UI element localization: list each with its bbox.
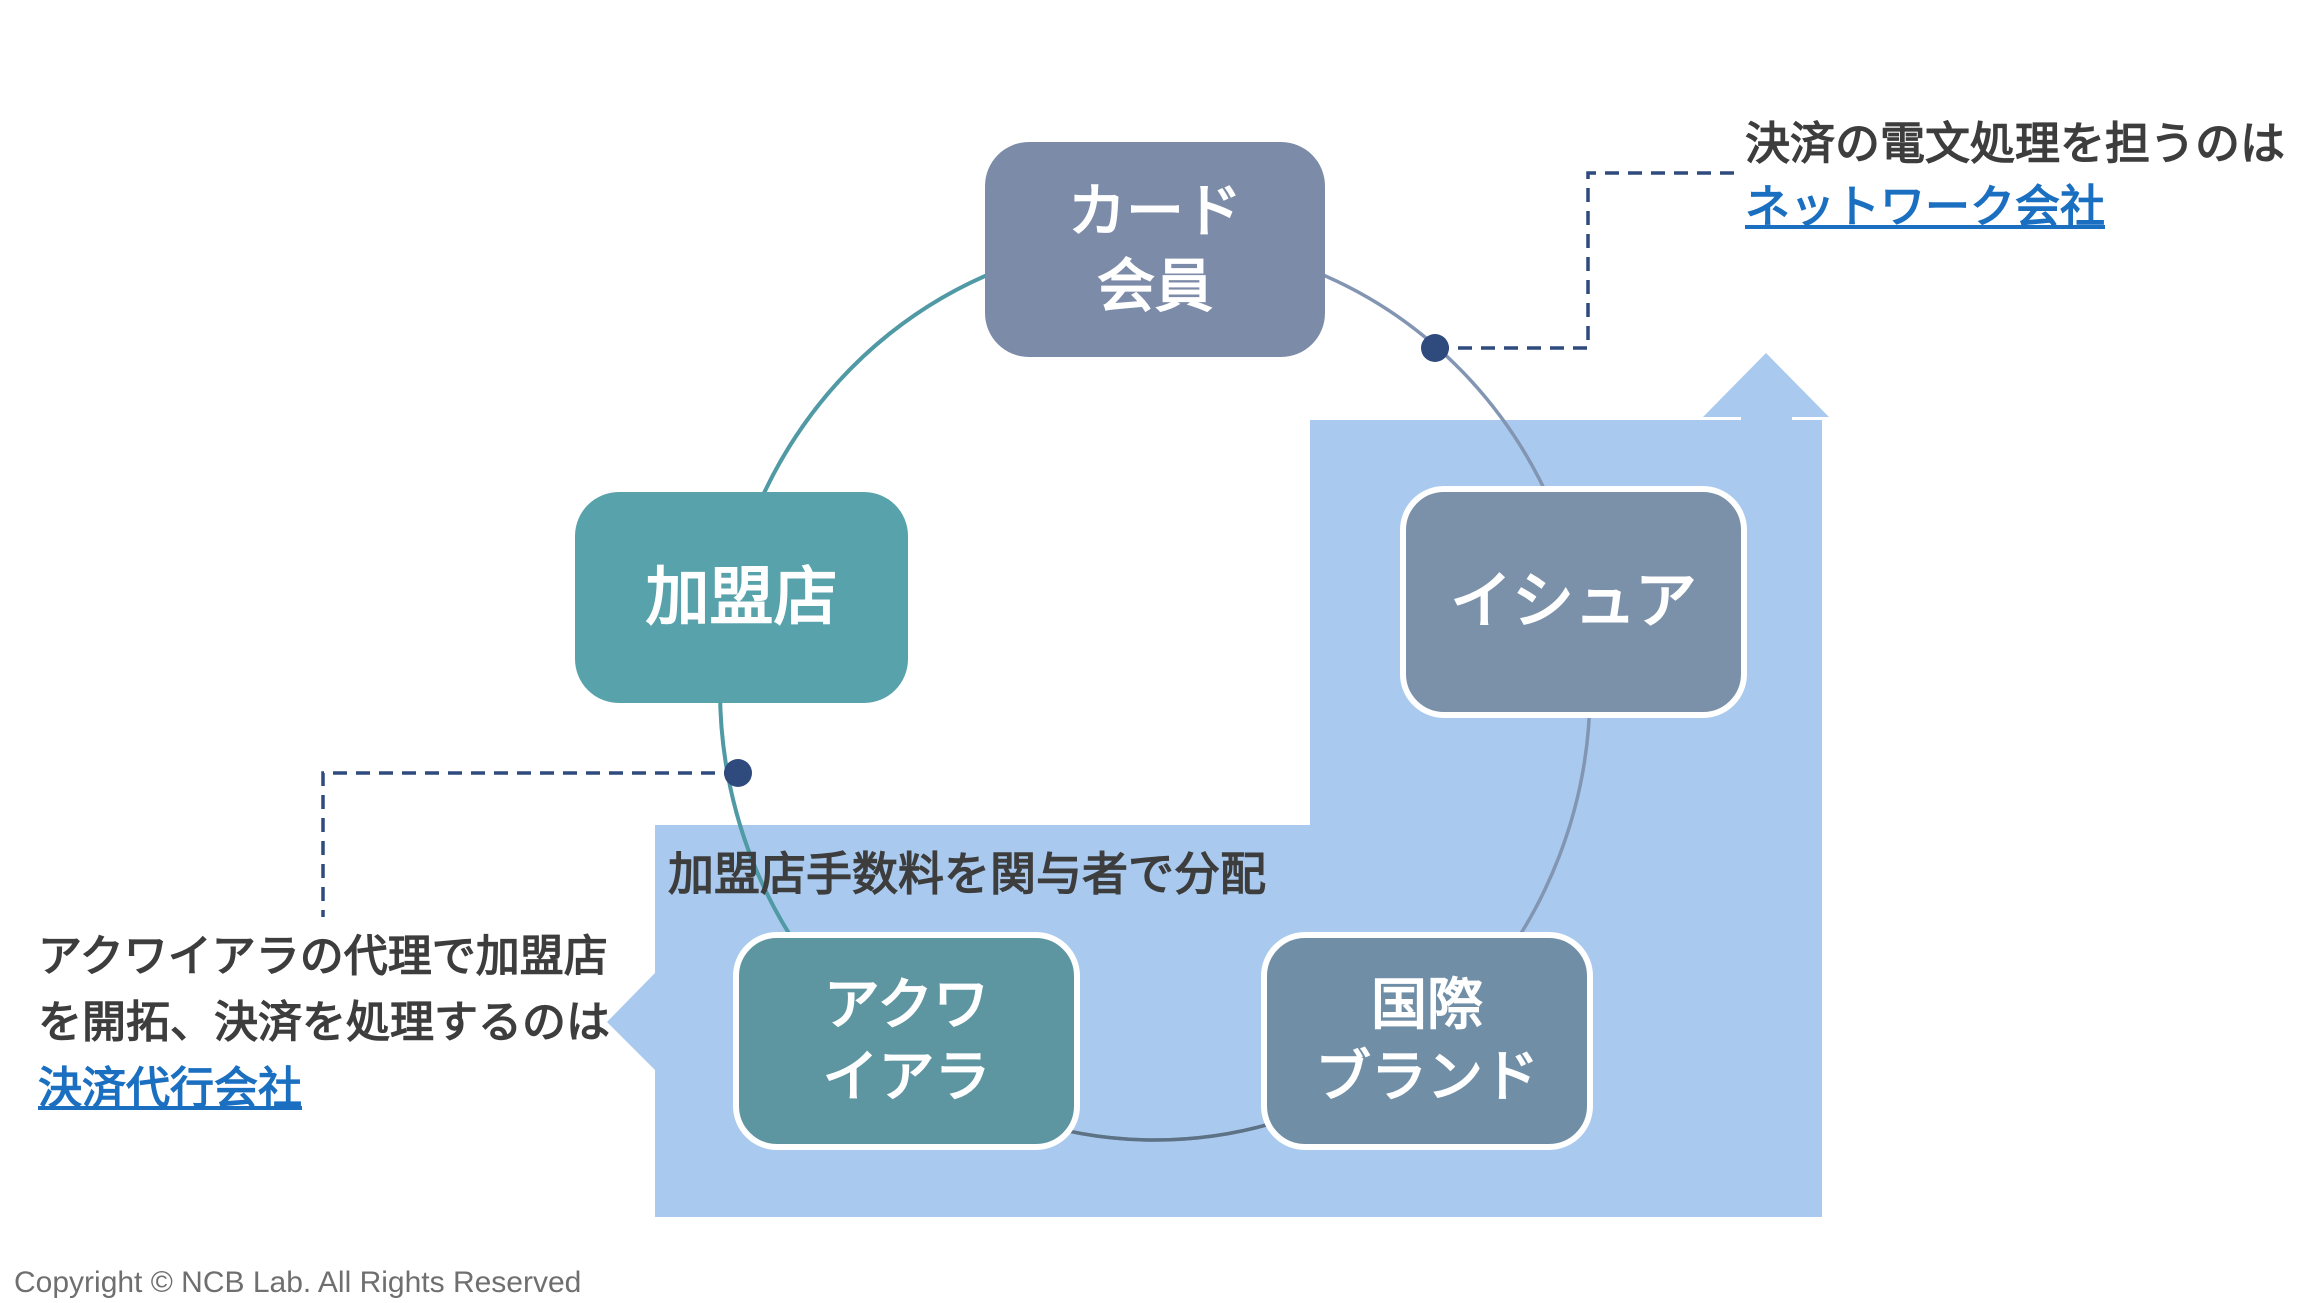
psp-anchor-dot bbox=[724, 759, 752, 787]
psp-annotation-line1: アクワイアラの代理で加盟店 bbox=[38, 932, 608, 981]
node-issuer-label: イシュア bbox=[1450, 567, 1697, 637]
psp-annotation-line2: を開拓、決済を処理するのは bbox=[38, 998, 610, 1047]
arrowhead-up-icon bbox=[1703, 353, 1829, 417]
node-intl-brand-line1: 国際 bbox=[1371, 973, 1483, 1037]
node-card-member-line2: 会員 bbox=[1096, 253, 1213, 319]
node-card-member[interactable]: カード 会員 bbox=[985, 142, 1325, 357]
node-merchant-label: 加盟店 bbox=[645, 560, 838, 633]
arrowhead-left-icon bbox=[607, 973, 655, 1070]
node-issuer[interactable]: イシュア bbox=[1400, 486, 1747, 718]
node-intl-brand[interactable]: 国際 ブランド bbox=[1261, 932, 1593, 1150]
psp-company-link[interactable]: 決済代行会社 bbox=[38, 1064, 302, 1113]
network-company-link[interactable]: ネットワーク会社 bbox=[1745, 181, 2106, 232]
node-acquirer[interactable]: アクワ イアラ bbox=[733, 932, 1080, 1150]
node-intl-brand-line2: ブランド bbox=[1315, 1045, 1539, 1108]
network-annotation: 決済の電文処理を担うのは ネットワーク会社 bbox=[1745, 112, 2285, 238]
fee-distribution-label: 加盟店手数料を関与者で分配 bbox=[668, 848, 1266, 900]
psp-callout-connector bbox=[321, 771, 738, 917]
psp-annotation: アクワイアラの代理で加盟店 を開拓、決済を処理するのは 決済代行会社 bbox=[38, 924, 610, 1122]
network-annotation-text: 決済の電文処理を担うのは bbox=[1745, 118, 2286, 169]
node-acquirer-line1: アクワ bbox=[823, 973, 990, 1037]
node-card-member-line1: カード bbox=[1067, 179, 1242, 245]
network-anchor-dot bbox=[1421, 334, 1449, 362]
copyright-text: Copyright © NCB Lab. All Rights Reserved bbox=[14, 1266, 582, 1299]
node-acquirer-line2: イアラ bbox=[822, 1045, 991, 1108]
arrowhead-shaft-bridge bbox=[1741, 410, 1792, 424]
network-callout-connector bbox=[1435, 171, 1740, 350]
node-merchant[interactable]: 加盟店 bbox=[575, 492, 908, 703]
callout-connectors bbox=[321, 171, 1740, 917]
